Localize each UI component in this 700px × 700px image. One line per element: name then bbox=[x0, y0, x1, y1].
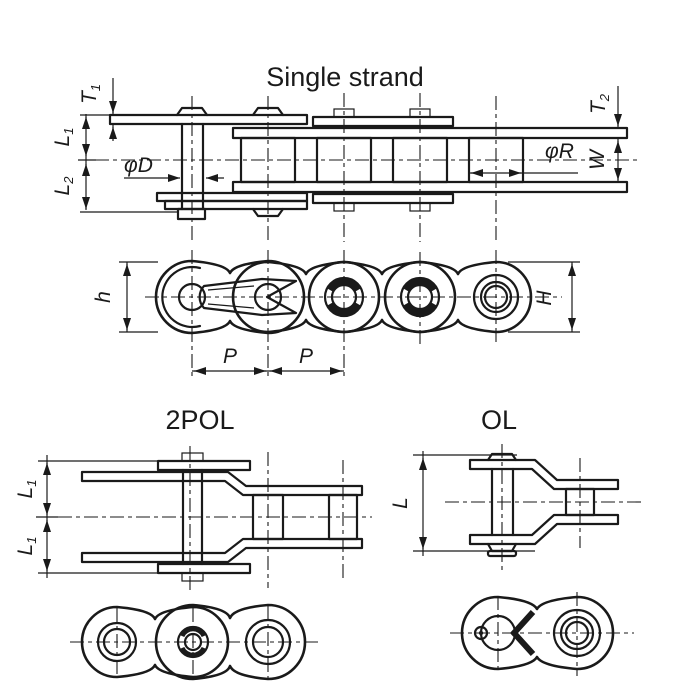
dim-label-pitch-left: P bbox=[223, 345, 237, 368]
centerlines bbox=[95, 93, 640, 242]
chain-plates bbox=[108, 106, 629, 221]
dimension-lines bbox=[36, 455, 158, 578]
dim-label-pitch-right: P bbox=[299, 345, 313, 368]
dim-label-l1-upper: L1 bbox=[14, 480, 39, 499]
dim-label-h: h bbox=[92, 291, 115, 303]
ol-side-view bbox=[450, 592, 634, 676]
pins-and-rollers bbox=[177, 273, 520, 321]
dim-label-pin-diameter: φD bbox=[124, 154, 153, 177]
centerlines bbox=[58, 446, 372, 594]
figure-side-elevation: h H P P bbox=[92, 250, 580, 378]
figure-ol: OL L bbox=[389, 405, 645, 676]
figure-title-ol: OL bbox=[481, 405, 517, 435]
2pol-side-view bbox=[70, 603, 318, 681]
dimension-lines bbox=[78, 78, 622, 213]
dim-label-cap-h: H bbox=[533, 290, 556, 306]
dim-label-l2: L2 bbox=[51, 176, 76, 196]
dimension-lines bbox=[119, 261, 580, 375]
dim-label-t2: T2 bbox=[587, 93, 612, 114]
dim-label-w: W bbox=[586, 148, 609, 170]
figure-title-single-strand: Single strand bbox=[266, 62, 424, 92]
figure-single-strand-plan: Single strand T1 L1 L2 φD T2 W φR bbox=[51, 62, 640, 242]
centerlines bbox=[445, 444, 645, 574]
dim-label-l1-lower: L1 bbox=[14, 537, 39, 556]
2pol-plan-view bbox=[80, 452, 364, 582]
dim-label-l: L bbox=[389, 497, 412, 509]
ol-plan-view bbox=[468, 452, 620, 558]
figure-title-2pol: 2POL bbox=[165, 405, 234, 435]
figure-2pol: 2POL L1 bbox=[14, 405, 372, 681]
dim-label-l1: L1 bbox=[51, 128, 76, 147]
dim-label-t1: T1 bbox=[78, 84, 103, 104]
dim-label-roller-diameter: φR bbox=[545, 140, 574, 163]
link-plates bbox=[154, 259, 533, 335]
dimension-lines bbox=[413, 451, 535, 556]
